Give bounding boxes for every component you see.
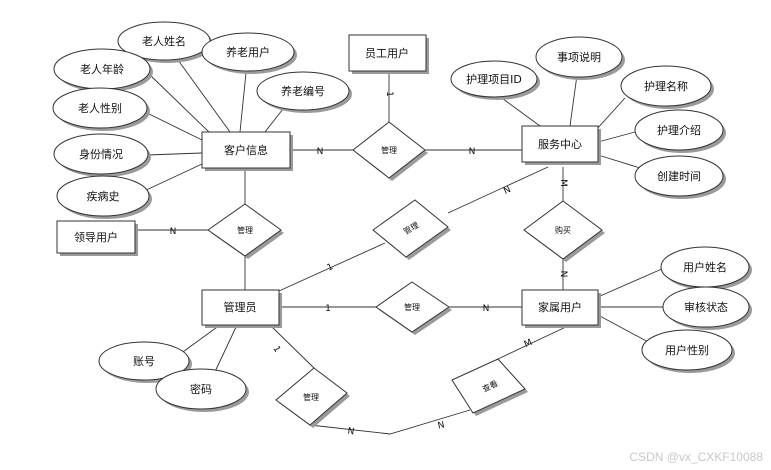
connector-line (149, 74, 211, 134)
entity-staff-user: 员工用户 (348, 34, 429, 74)
cardinality-label: 1 (384, 91, 394, 97)
attr-user-name: 用户姓名 (660, 246, 752, 290)
cardinality-label: N (558, 271, 568, 278)
entity-label: 家属用户 (538, 300, 582, 314)
cardinality-label: N (437, 420, 446, 431)
rel-manage-customer-service: 管理 (352, 121, 428, 181)
connector-line (597, 267, 665, 298)
cardinality-label: N (483, 304, 490, 314)
rel-label: 管理 (404, 302, 420, 312)
connector-line (211, 324, 238, 379)
attr-review-status: 审核状态 (662, 286, 752, 330)
cardinality-label: N (502, 185, 512, 197)
connector-line (141, 163, 203, 193)
attr-label: 账号 (133, 355, 155, 368)
connector-line (146, 152, 203, 156)
attr-pension-user: 养老用户 (201, 32, 297, 74)
cardinality-label: M (558, 179, 568, 187)
cardinality-label: N (347, 427, 355, 438)
cardinality-label: M (523, 338, 534, 350)
rel-manage-admin-service: 管理 (372, 199, 451, 260)
rel-buy: 购买 (523, 200, 605, 262)
connector-line (597, 154, 641, 169)
rel-manage-admin-family: 管理 (375, 281, 452, 335)
connector-line (447, 166, 549, 214)
cardinality-labels: 1 N N N 1 N M N 1 N 1 M N N (170, 91, 568, 437)
connector-line (278, 242, 386, 292)
connector-line (595, 97, 626, 131)
attr-care-intro: 护理介绍 (634, 109, 726, 153)
attr-label: 用户性别 (665, 343, 709, 357)
entity-label: 管理员 (224, 300, 257, 314)
connector-line (597, 314, 651, 344)
connector-line (269, 324, 315, 369)
attr-label: 老人性别 (78, 101, 122, 115)
attr-create-time: 创建时间 (634, 155, 726, 199)
entity-label: 领导用户 (74, 230, 118, 244)
attr-label: 创建时间 (657, 169, 701, 183)
attr-care-name: 护理名称 (620, 65, 714, 109)
attr-label: 审核状态 (684, 300, 728, 314)
rel-label: 管理 (381, 145, 397, 155)
attr-item-desc: 事项说明 (535, 36, 625, 80)
rel-manage-bottom-left: 管理 (275, 367, 350, 428)
attr-elder-age: 老人年龄 (53, 48, 153, 92)
attr-id-status: 身份情况 (53, 133, 151, 177)
connector-line (179, 324, 221, 355)
attr-label: 身份情况 (79, 147, 123, 161)
attr-label: 用户姓名 (683, 260, 727, 274)
cardinality-label: N (317, 147, 324, 157)
cardinality-label: N (469, 147, 476, 157)
attr-label: 护理项目ID (466, 72, 522, 86)
rel-label: 管理 (237, 225, 253, 235)
attr-care-item-id: 护理项目ID (450, 60, 540, 100)
attr-label: 护理介绍 (657, 123, 701, 137)
rel-label: 管理 (303, 392, 319, 402)
attr-user-gender: 用户性别 (641, 329, 735, 373)
connector-line (497, 324, 571, 360)
connector-line (569, 74, 578, 127)
cardinality-label: 1 (325, 304, 331, 314)
entity-label: 服务中心 (538, 138, 582, 151)
attr-elder-gender: 老人性别 (52, 87, 150, 131)
watermark: CSDN @vx_CXKF10088 (629, 450, 763, 464)
attr-account: 账号 (98, 341, 192, 383)
entity-admin: 管理员 (201, 289, 282, 328)
connector-line (144, 111, 203, 141)
connector-line (309, 409, 471, 435)
attr-label: 老人年龄 (80, 62, 124, 76)
cardinality-label: 1 (270, 345, 282, 355)
attr-label: 事项说明 (557, 50, 601, 64)
attr-pension-no: 养老编号 (256, 71, 352, 113)
attr-label: 护理名称 (644, 79, 688, 93)
attr-label: 养老编号 (281, 84, 325, 98)
entity-leader-user: 领导用户 (56, 220, 138, 256)
entity-label: 员工用户 (365, 46, 409, 60)
connector-lines (135, 41, 665, 435)
connector-line (597, 131, 636, 143)
attr-label: 密码 (190, 382, 212, 396)
entity-service-center: 服务中心 (521, 125, 601, 165)
attr-medical-history: 疾病史 (56, 175, 152, 219)
rel-manage-leader-admin: 管理 (207, 203, 284, 259)
cardinality-label: N (170, 227, 177, 237)
entity-label: 客户信息 (224, 143, 268, 157)
attr-label: 老人姓名 (142, 34, 186, 48)
attr-label: 疾病史 (87, 189, 120, 203)
rel-view-bottom-right: 查看 (451, 358, 528, 416)
entity-customer-info: 客户信息 (201, 131, 293, 171)
entity-family-user: 家属用户 (521, 289, 601, 328)
attr-label: 养老用户 (226, 45, 270, 59)
rel-label: 购买 (555, 225, 571, 235)
cardinality-label: 1 (326, 262, 335, 273)
attr-elder-name: 老人姓名 (117, 21, 213, 63)
attr-password: 密码 (155, 368, 249, 412)
